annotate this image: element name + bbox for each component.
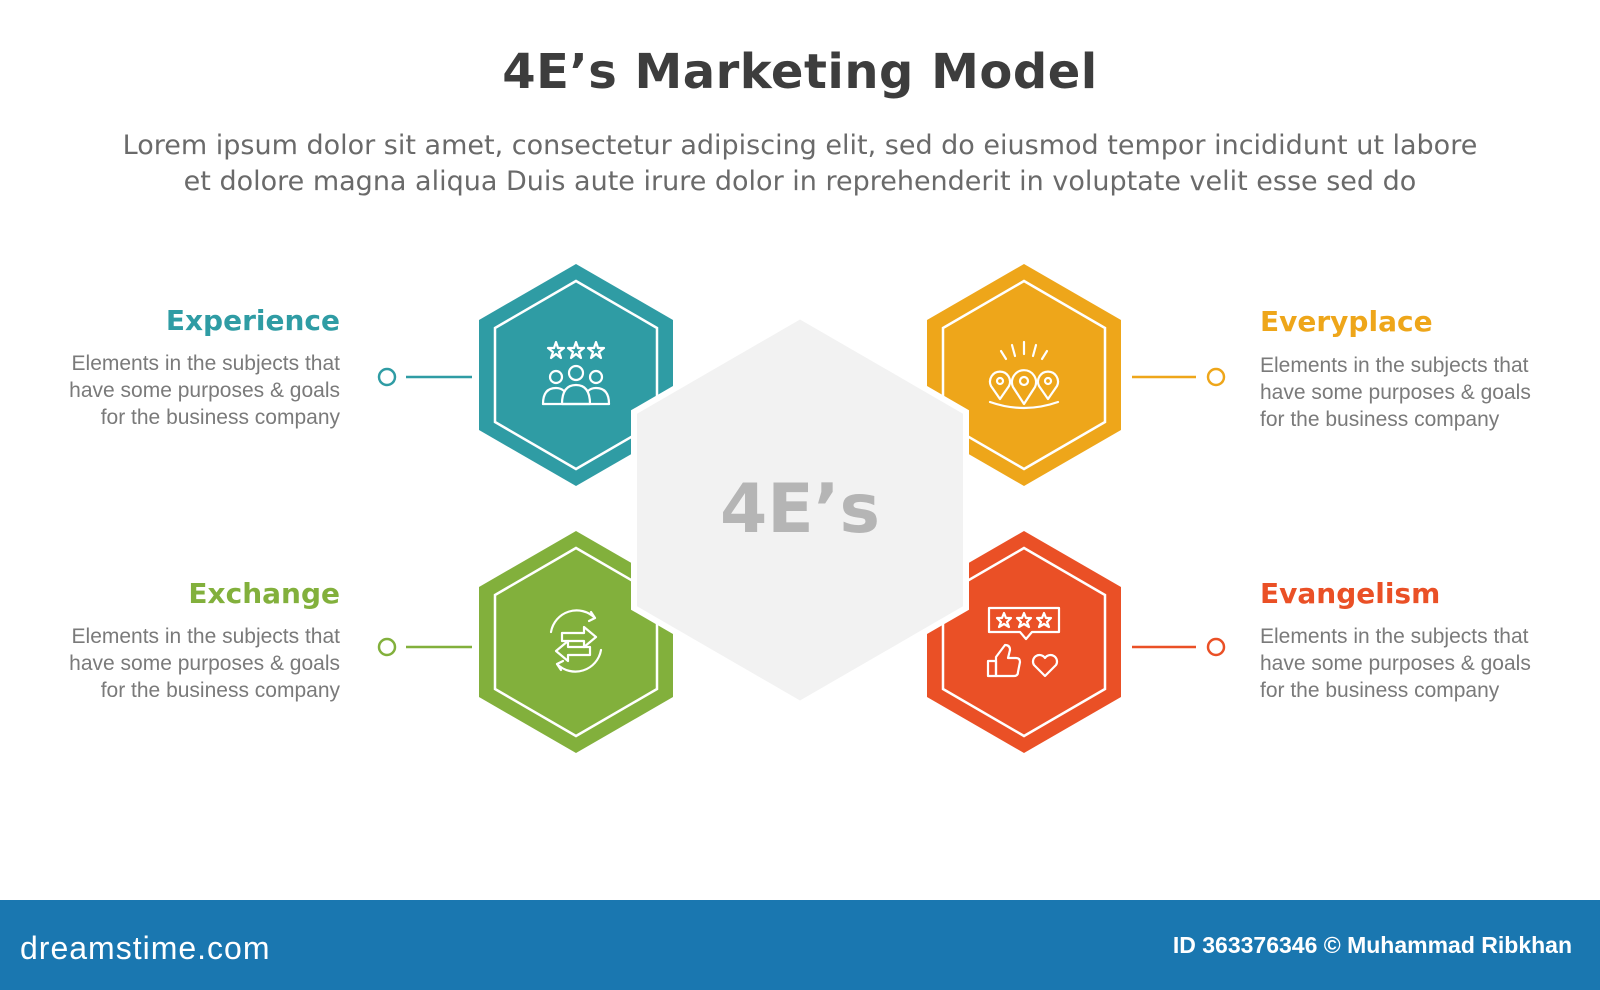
subtitle-line-1: Lorem ipsum dolor sit amet, consectetur … (122, 130, 1478, 161)
description-line: for the business company (100, 679, 340, 702)
description-line: for the business company (1260, 408, 1500, 431)
experience-connector (377, 367, 472, 387)
evangelism-description: Elements in the subjects that have some … (1260, 623, 1560, 704)
description-line: Elements in the subjects that (71, 625, 340, 648)
description-line: for the business company (1260, 679, 1500, 702)
description-line: have some purposes & goals (1260, 381, 1531, 404)
description-line: for the business company (100, 406, 340, 429)
description-line: Elements in the subjects that (1260, 354, 1529, 377)
description-line: have some purposes & goals (69, 652, 340, 675)
footer-bar: dreamstime.com ID 363376346 © Muhammad R… (0, 900, 1600, 990)
description-line: have some purposes & goals (69, 379, 340, 402)
evangelism-hexagon (927, 531, 1121, 753)
experience-title: Experience (165, 304, 340, 337)
experience-description: Elements in the subjects that have some … (40, 350, 340, 431)
user-group-rating-icon (541, 340, 611, 406)
center-label: 4E’s (719, 470, 881, 549)
everyplace-description: Elements in the subjects that have some … (1260, 352, 1560, 433)
page-title: 4E’s Marketing Model (502, 44, 1098, 100)
everyplace-connector (1132, 367, 1226, 387)
subtitle-line-2: et dolore magna aliqua Duis aute irure d… (183, 166, 1417, 197)
exchange-connector (377, 637, 472, 657)
description-line: have some purposes & goals (1260, 652, 1531, 675)
everyplace-title: Everyplace (1260, 305, 1433, 338)
exchange-arrows-icon (549, 609, 603, 673)
evangelism-title: Evangelism (1260, 577, 1441, 610)
center-hexagon (631, 312, 969, 708)
exchange-description: Elements in the subjects that have some … (40, 623, 340, 704)
footer-image-id: ID 363376346 © Muhammad Ribkhan (1172, 932, 1572, 958)
evangelism-connector (1132, 637, 1226, 657)
location-pins-icon (988, 340, 1060, 410)
page-subtitle: Lorem ipsum dolor sit amet, consectetur … (70, 128, 1530, 200)
footer-brand-logo[interactable]: dreamstime.com (20, 930, 271, 966)
review-like-heart-icon (986, 606, 1061, 678)
description-line: Elements in the subjects that (71, 352, 340, 375)
hexagon-diagram (377, 264, 1226, 753)
exchange-title: Exchange (188, 577, 340, 610)
description-line: Elements in the subjects that (1260, 625, 1529, 648)
